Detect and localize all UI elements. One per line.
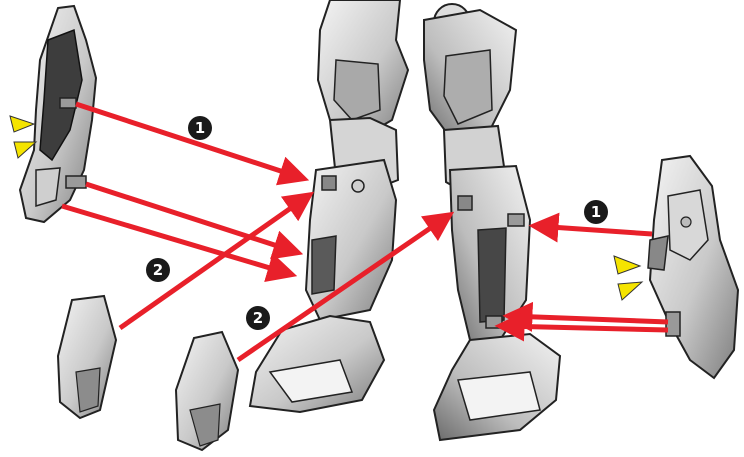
step-badge-2-left: 2	[146, 258, 170, 282]
attention-spark-icon	[614, 256, 642, 300]
arrow-right-panel-lower-b	[502, 326, 668, 330]
arrow-right-panel-upper	[536, 226, 652, 234]
left-leg	[250, 0, 408, 412]
arrow-left-panel-middle	[86, 184, 296, 252]
step-badge-2-center: 2	[246, 306, 270, 330]
arrow-part-a	[120, 196, 308, 328]
step-badge-label: 2	[153, 261, 163, 279]
right-side-armor-panel	[648, 156, 738, 378]
arrow-left-panel-upper	[76, 104, 302, 178]
step-badge-label: 2	[253, 309, 263, 327]
arrow-right-panel-lower-a	[510, 316, 668, 322]
step-badge-label: 1	[195, 119, 205, 137]
right-leg	[424, 4, 560, 440]
step-badge-1-left: 1	[188, 116, 212, 140]
step-badge-label: 1	[591, 203, 601, 221]
left-side-armor-panel	[20, 6, 96, 222]
small-armor-part-a	[58, 296, 116, 418]
attention-spark-icon	[10, 116, 36, 158]
small-armor-part-b	[176, 332, 238, 450]
step-badge-1-right: 1	[584, 200, 608, 224]
